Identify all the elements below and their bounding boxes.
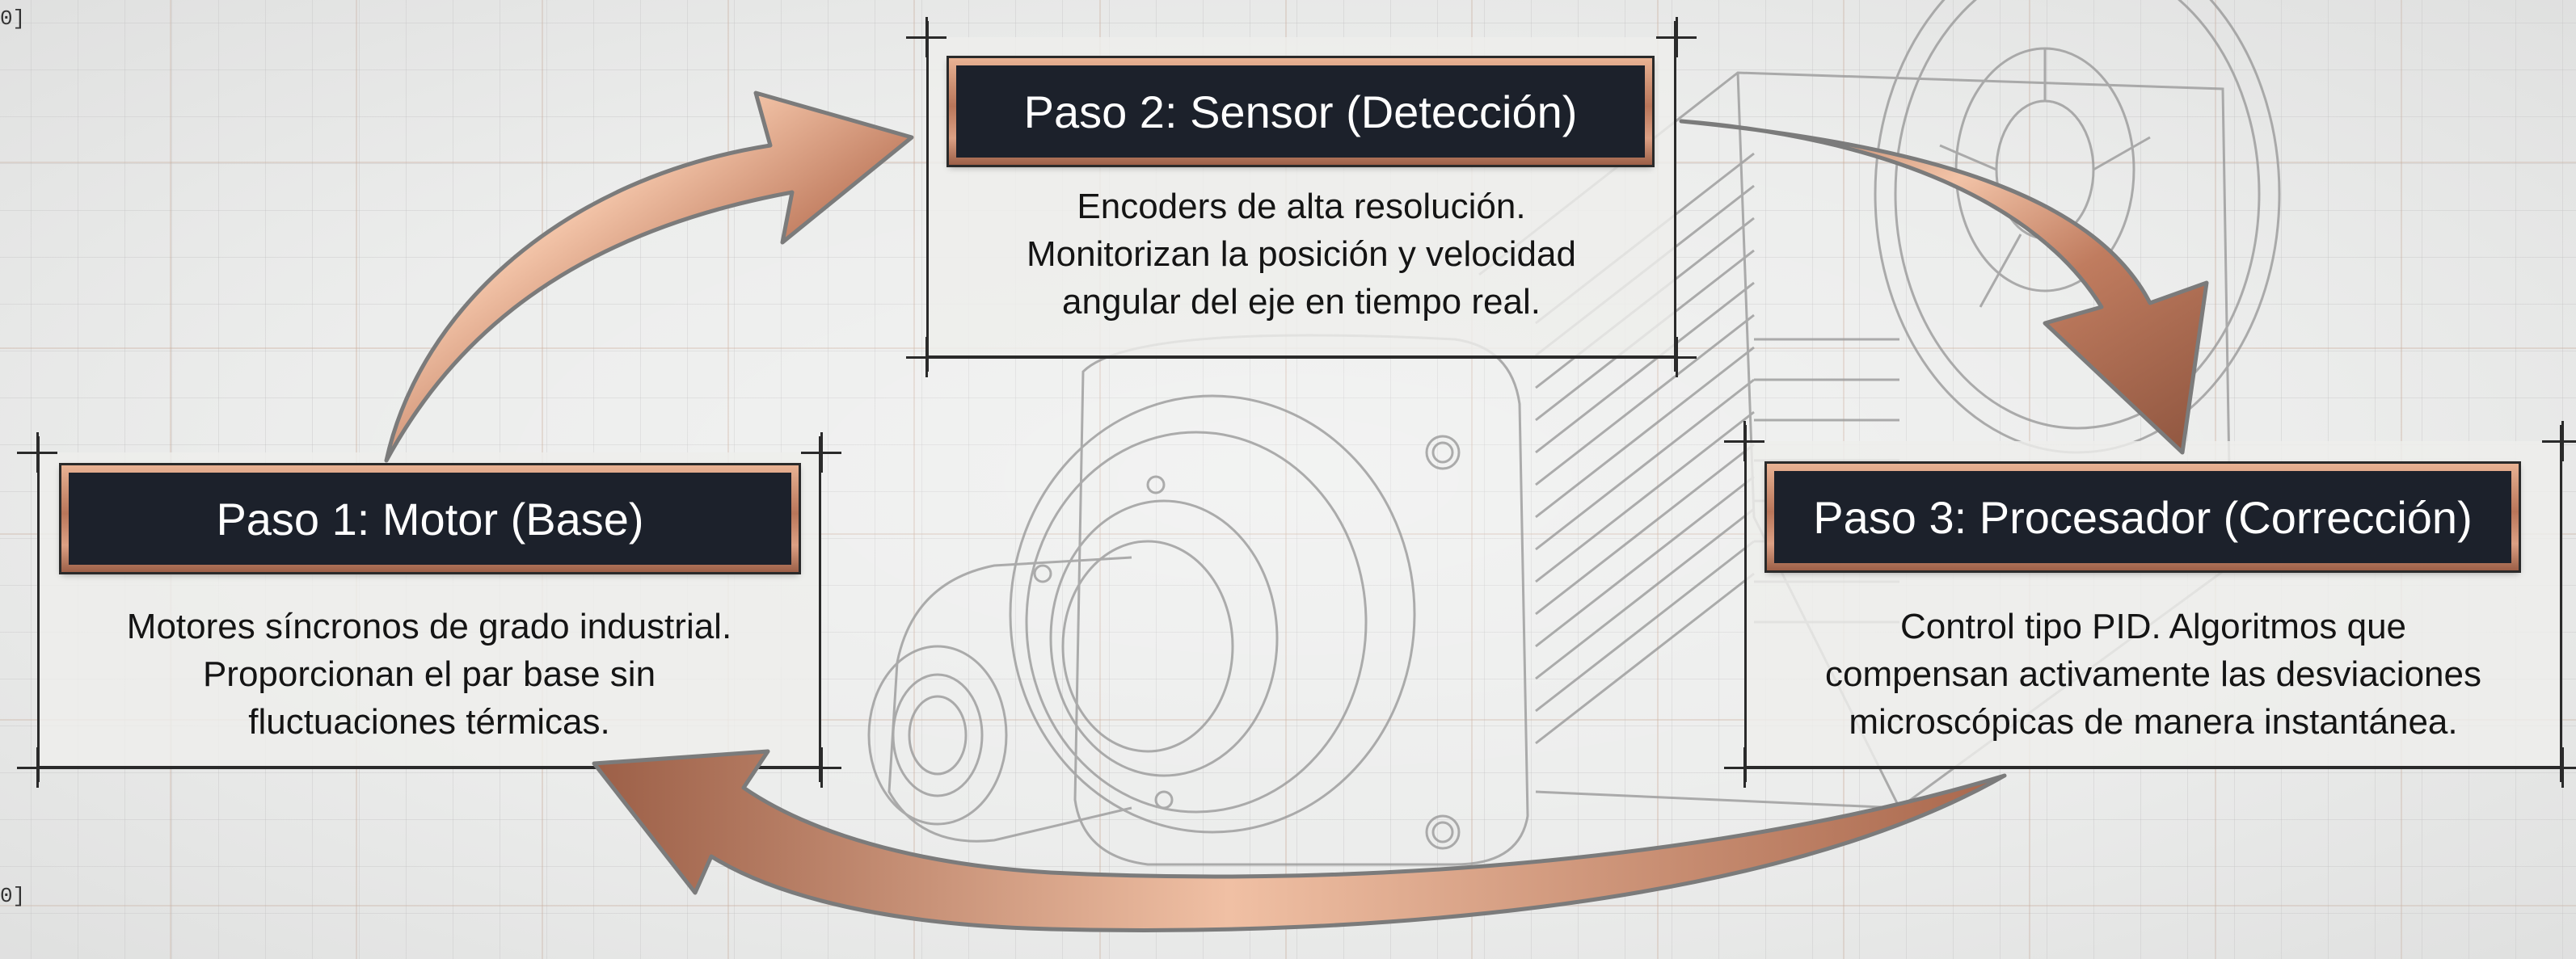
step-2-description-line: Encoders de alta resolución.: [1077, 187, 1526, 226]
step-2-panel: Paso 2: Sensor (Detección) Encoders de a…: [906, 17, 1697, 377]
step-3-title-plate: Paso 3: Procesador (Corrección): [1767, 464, 2519, 570]
edge-marker-top: 0]: [0, 6, 26, 31]
step-3-description-line: microscópicas de manera instantánea.: [1849, 702, 2458, 742]
step-1-description-line: fluctuaciones térmicas.: [248, 702, 610, 742]
step-2-title: Paso 2: Sensor (Detección): [956, 65, 1645, 158]
step-1-description-line: Proporcionan el par base sin: [202, 654, 656, 694]
arrow-step2-to-step3: [1679, 119, 2209, 455]
step-1-panel: Paso 1: Motor (Base) Motores síncronos d…: [17, 432, 841, 788]
step-3-description-line: Control tipo PID. Algoritmos que: [1899, 607, 2407, 646]
step-2-description: Encoders de alta resolución. Monitorizan…: [926, 183, 1676, 326]
step-3-title: Paso 3: Procesador (Corrección): [1774, 471, 2511, 563]
step-2-description-line: Monitorizan la posición y velocidad: [1027, 234, 1576, 274]
step-2-title-plate: Paso 2: Sensor (Detección): [949, 58, 1652, 165]
step-1-title: Paso 1: Motor (Base): [69, 473, 791, 565]
step-3-description: Control tipo PID. Algoritmos que compens…: [1744, 603, 2562, 746]
step-2-description-line: angular del eje en tiempo real.: [1062, 282, 1541, 322]
step-1-description-line: Motores síncronos de grado industrial.: [126, 607, 732, 646]
step-1-description: Motores síncronos de grado industrial. P…: [37, 603, 821, 746]
arrow-step1-to-step2: [384, 90, 914, 463]
step-3-panel: Paso 3: Procesador (Corrección) Control …: [1724, 421, 2576, 788]
step-1-title-plate: Paso 1: Motor (Base): [61, 465, 799, 572]
step-3-description-line: compensan activamente las desviaciones: [1824, 654, 2481, 694]
arrow-step3-to-step1: [592, 749, 2007, 932]
edge-marker-bottom: 0]: [0, 884, 26, 908]
